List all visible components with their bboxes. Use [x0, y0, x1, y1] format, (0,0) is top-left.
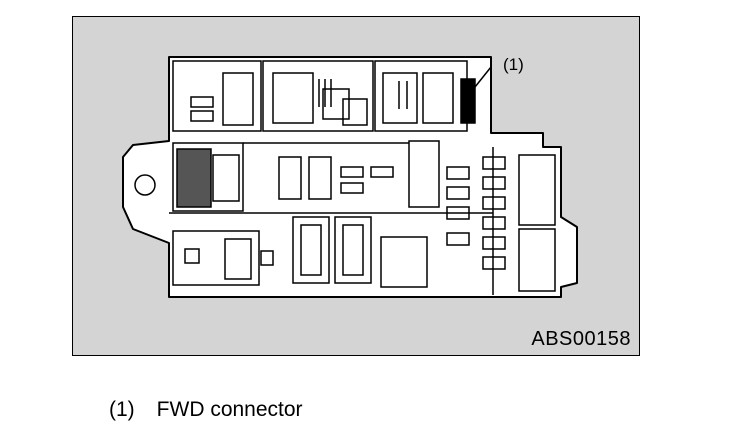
relay-left-upper: [172, 142, 244, 212]
legend-item: (1) FWD connector: [109, 398, 303, 422]
figure-code: ABS00158: [531, 328, 631, 350]
mounting-hole: [134, 174, 156, 196]
fwd-connector: [460, 78, 476, 124]
relay-right-lower: [518, 228, 556, 292]
diagram-frame: (1) ABS00158: [72, 16, 640, 356]
relay-center-right: [380, 236, 428, 288]
relay-center-middle: [334, 216, 372, 284]
legend-label: FWD connector: [156, 398, 303, 421]
callout-leader: [466, 66, 492, 98]
relay-block-top-middle: [262, 60, 374, 132]
relay-center-left: [292, 216, 330, 284]
callout-label: (1): [503, 55, 524, 74]
relay-right-upper: [518, 154, 556, 226]
relay-left-lower: [172, 230, 260, 286]
legend-number: (1): [109, 398, 135, 421]
fuse-box-diagram: [122, 56, 578, 298]
relay-block-top-left: [172, 60, 262, 132]
